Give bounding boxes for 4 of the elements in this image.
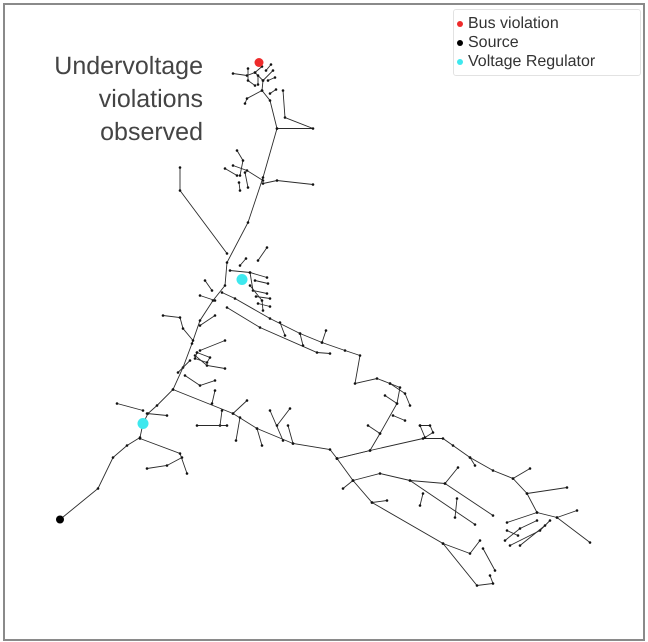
legend-label: Bus violation xyxy=(468,14,559,32)
annotation-text: Undervoltage violations observed xyxy=(53,51,203,148)
legend-label: Source xyxy=(468,34,519,52)
legend-label: Voltage Regulator xyxy=(468,52,596,70)
